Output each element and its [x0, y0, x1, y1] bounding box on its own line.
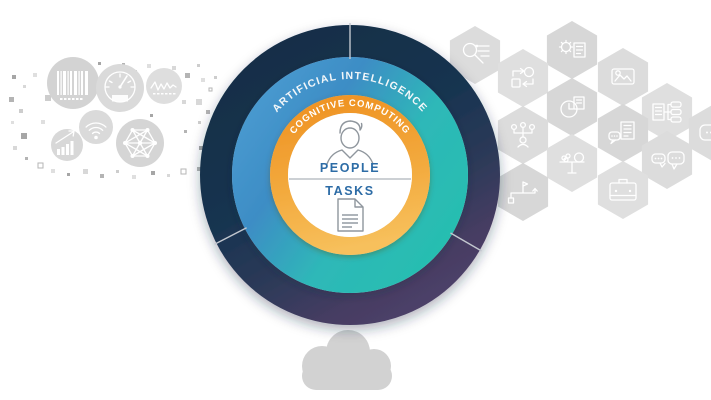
scatter-square — [184, 130, 187, 133]
cognitive-ring — [270, 95, 430, 255]
scatter-square — [11, 121, 14, 124]
scatter-square — [25, 157, 28, 160]
scatter-square — [185, 73, 190, 78]
left-decor — [9, 57, 217, 179]
hex-chat-document-icon — [597, 104, 649, 162]
person-icon — [326, 120, 374, 165]
scatter-square — [45, 95, 51, 101]
scatter-square — [116, 170, 119, 173]
scatter-square — [13, 146, 17, 150]
hex-magnifier-data-icon — [449, 26, 501, 84]
scatter-square — [201, 78, 205, 82]
hierarchy-tree-icon — [507, 181, 538, 204]
wifi-icon — [79, 110, 113, 144]
chat-document-icon — [608, 121, 635, 145]
people-network-icon — [510, 121, 536, 148]
gear-document-icon — [558, 39, 586, 58]
chat-bubbles-icon — [651, 151, 685, 170]
cloud-icon — [302, 330, 392, 390]
scatter-square — [98, 62, 101, 65]
hexagon-tile — [597, 161, 649, 219]
scatter-square — [147, 64, 151, 68]
scatter-square — [83, 169, 88, 174]
hexagon-tile — [597, 48, 649, 106]
scatter-square — [41, 120, 45, 124]
hexagon-tile — [641, 131, 693, 189]
waveform-icon — [146, 68, 182, 104]
scatter-square — [151, 171, 155, 175]
scatter-square — [208, 87, 213, 92]
scatter-square — [23, 85, 26, 88]
process-arrows-icon — [511, 66, 535, 88]
magnifier-data-icon — [462, 42, 490, 64]
hex-hierarchy-tree-icon — [497, 163, 549, 221]
clock-documents-icon — [560, 96, 585, 118]
flowchart-icon — [652, 101, 682, 123]
rings-diagram: BIG DATA APIs CLOUD ARTIFICIAL INTELLIGE… — [200, 23, 500, 325]
hex-people-network-icon — [497, 106, 549, 164]
balance-scale-icon — [559, 152, 585, 174]
people-label: PEOPLE — [320, 161, 380, 175]
image-analysis-icon — [611, 68, 635, 85]
hex-chat-bubble-partial-icon — [688, 105, 711, 161]
scatter-square — [167, 174, 170, 177]
tasks-label: TASKS — [325, 184, 374, 198]
scatter-square — [196, 99, 202, 105]
network-graph-icon — [116, 119, 164, 167]
outer-ring-dividers — [214, 23, 482, 252]
scatter-square — [180, 168, 187, 175]
core-circle — [288, 113, 412, 237]
scatter-square — [182, 100, 186, 104]
growth-chart-icon — [51, 129, 83, 161]
scatter-square — [19, 109, 23, 113]
hexagon-tile — [597, 104, 649, 162]
hex-chat-bubbles-icon — [641, 131, 693, 189]
scatter-square — [67, 173, 70, 176]
scatter-square — [214, 76, 217, 79]
scatter-square — [100, 174, 104, 178]
hex-image-analysis-icon — [597, 48, 649, 106]
scatter-square — [197, 64, 200, 67]
scatter-square — [21, 133, 27, 139]
scatter-square — [172, 66, 176, 70]
scatter-square — [51, 169, 55, 173]
gauge-icon — [96, 64, 144, 112]
briefcase-icon — [609, 178, 637, 201]
hex-clock-documents-icon — [546, 78, 598, 136]
ai-ring — [232, 57, 468, 293]
hexagon-tile — [546, 21, 598, 79]
hex-process-arrows-icon — [497, 49, 549, 107]
hex-balance-scale-icon — [546, 134, 598, 192]
scatter-square — [9, 97, 14, 102]
scatter-square — [12, 75, 16, 79]
scatter-square — [199, 146, 203, 150]
scatter-square — [150, 114, 153, 117]
hex-flowchart-icon — [641, 83, 693, 141]
scatter-square — [206, 110, 210, 114]
scatter-square — [132, 175, 136, 179]
scatter-square — [198, 121, 201, 124]
scatter-square — [33, 73, 37, 77]
right-decor — [449, 21, 711, 221]
scatter-square — [197, 167, 201, 171]
hex-briefcase-icon — [597, 161, 649, 219]
hex-gear-document-icon — [546, 21, 598, 79]
barcode-icon — [47, 57, 99, 109]
document-icon — [337, 198, 364, 232]
scatter-square — [37, 162, 44, 169]
hexagon-tile — [546, 78, 598, 136]
hexagon-tile — [497, 49, 549, 107]
